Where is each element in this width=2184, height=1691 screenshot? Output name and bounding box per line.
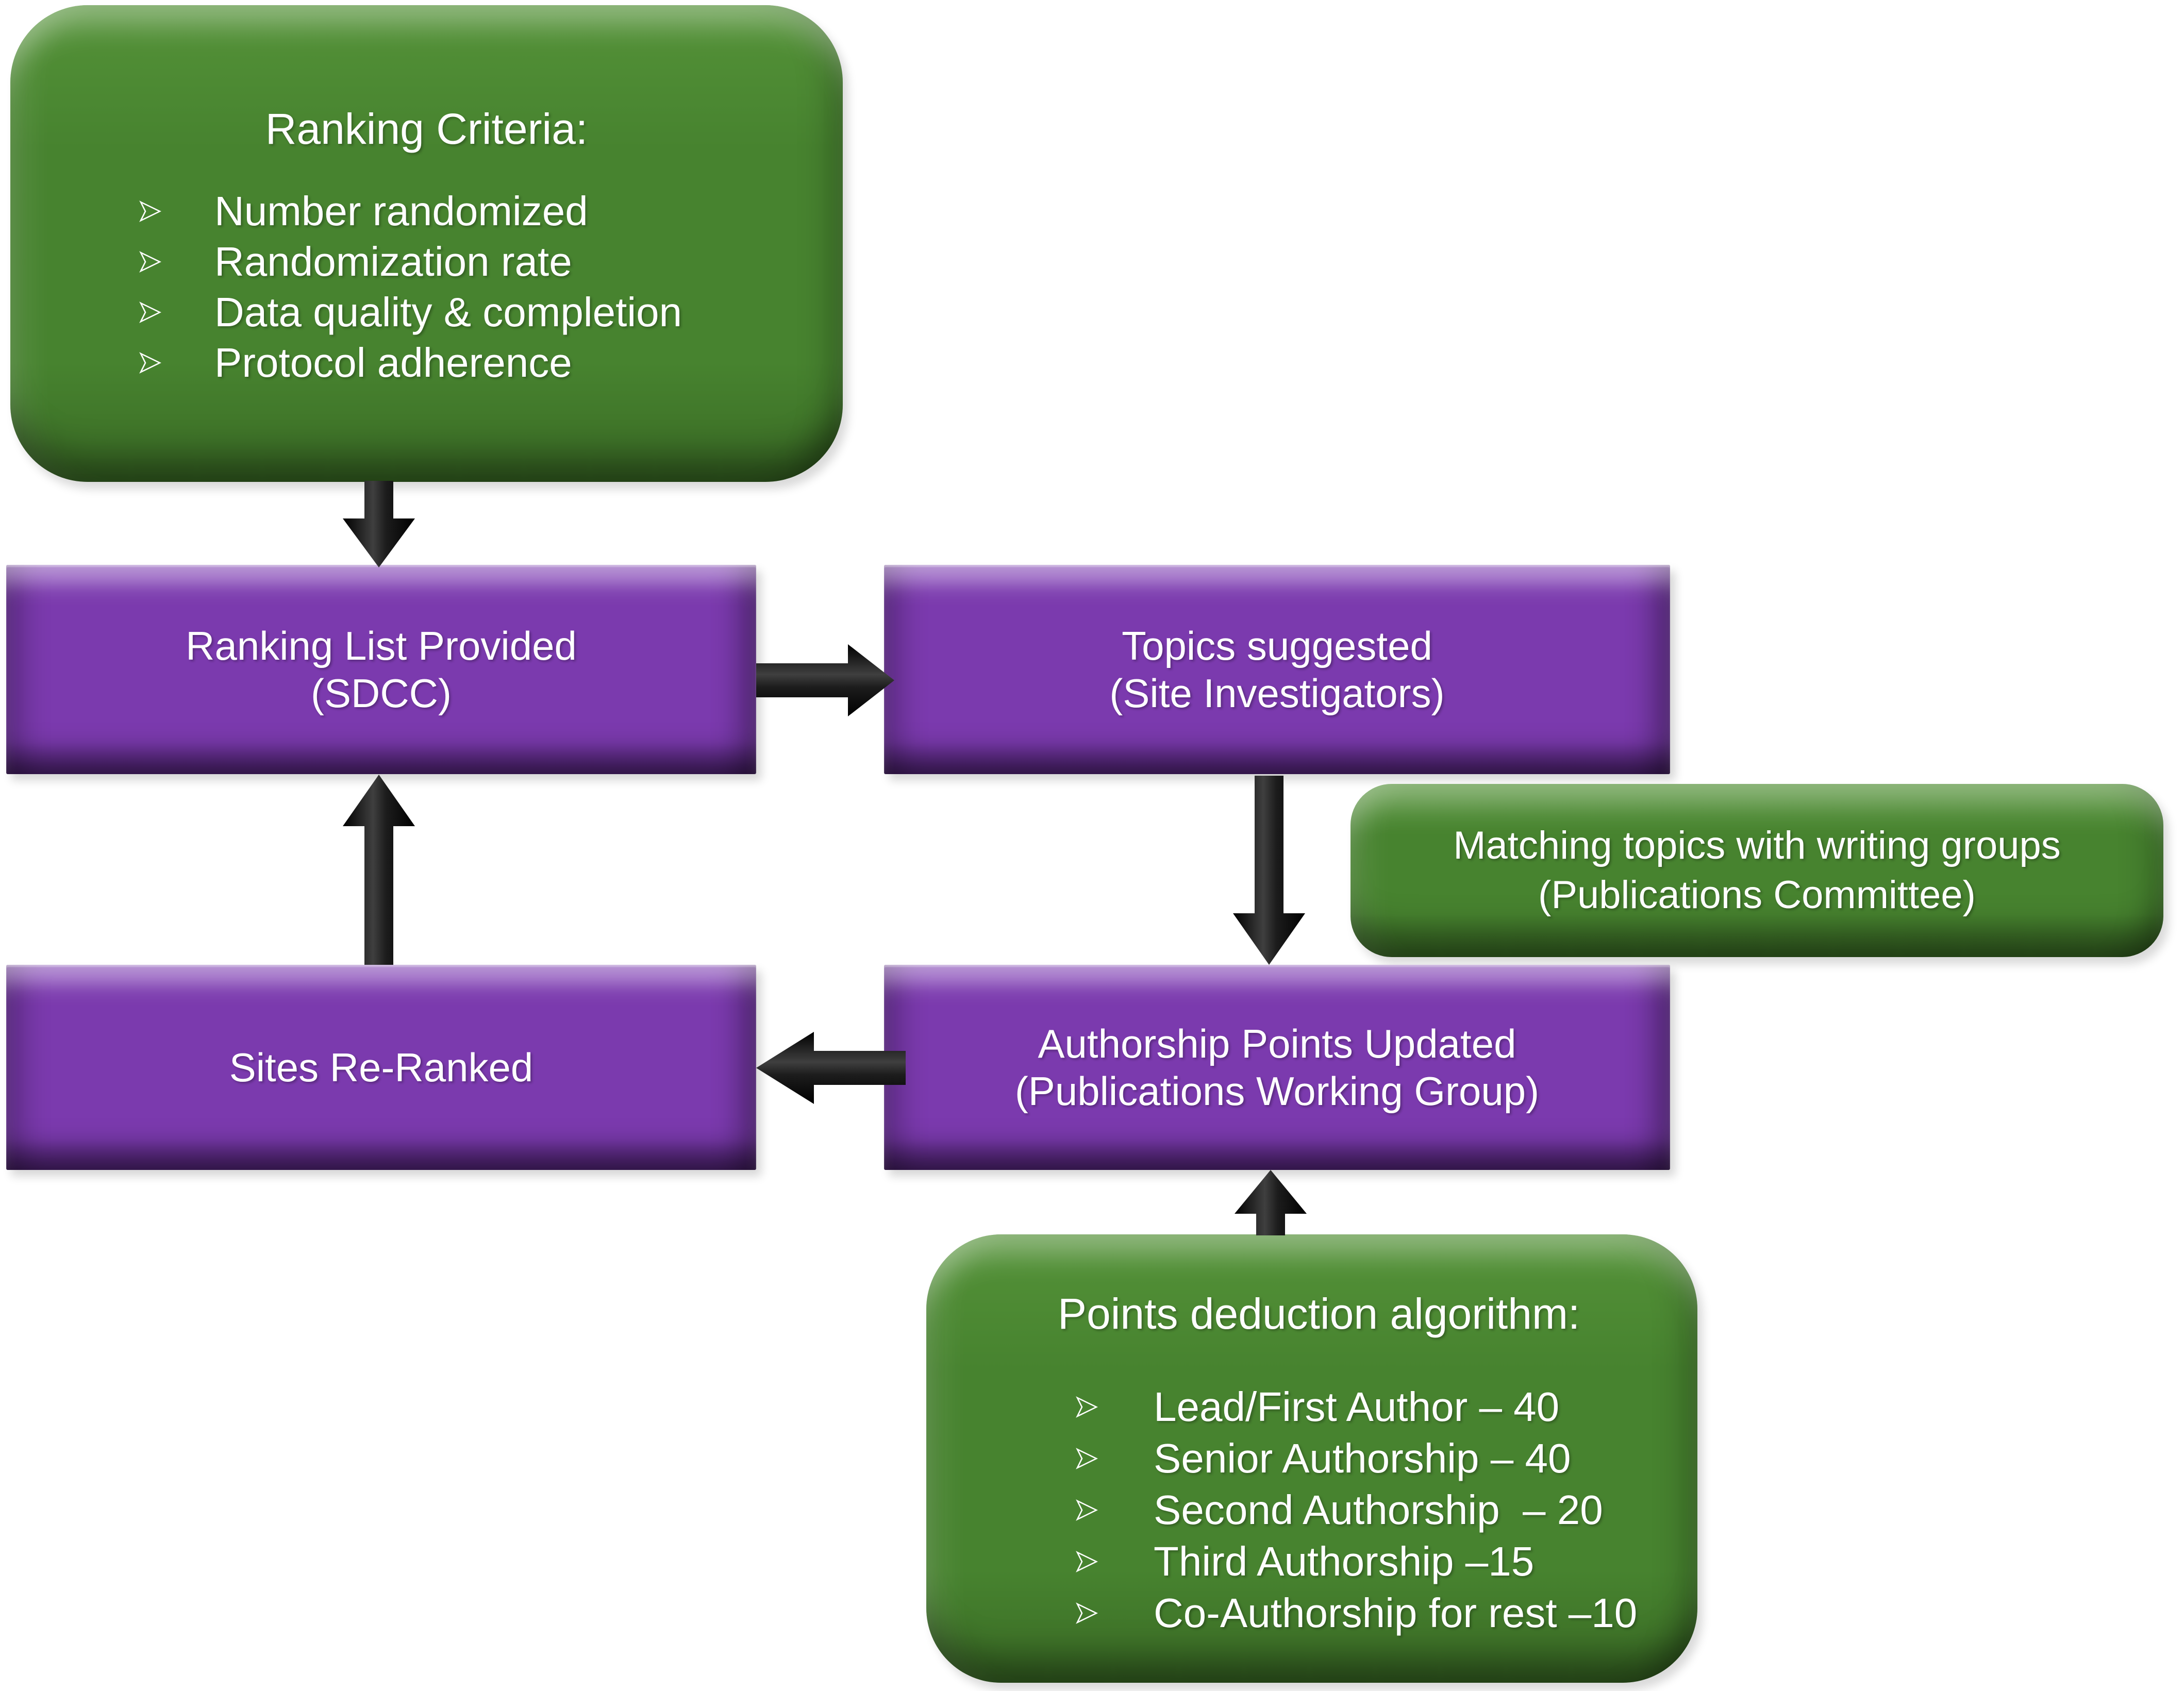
list-item: Co-Authorship for rest –10 <box>1076 1587 1682 1639</box>
list-item: Data quality & completion <box>139 287 817 338</box>
points-deduction-box: Points deduction algorithm: Lead/First A… <box>926 1234 1697 1683</box>
points-deduction-title: Points deduction algorithm: <box>1058 1290 1580 1338</box>
list-item: Second Authorship – 20 <box>1076 1484 1682 1536</box>
arrow-down-topics-to-authorship-icon <box>1233 776 1305 965</box>
arrowhead-bullet-icon <box>1076 1395 1099 1419</box>
arrow-right-ranking-to-topics-icon <box>756 644 894 716</box>
ranking-criteria-title: Ranking Criteria: <box>265 105 588 153</box>
ranking-list-box: Ranking List Provided (SDCC) <box>6 565 756 774</box>
list-item-label: Third Authorship –15 <box>1154 1538 1535 1584</box>
list-item: Protocol adherence <box>139 338 817 388</box>
arrowhead-bullet-icon <box>139 199 163 223</box>
ranking-list-line2: (SDCC) <box>311 671 452 716</box>
list-item-label: Co-Authorship for rest –10 <box>1154 1590 1638 1636</box>
list-item-label: Lead/First Author – 40 <box>1154 1384 1560 1430</box>
list-item: Third Authorship –15 <box>1076 1536 1682 1587</box>
topics-suggested-line1: Topics suggested <box>1122 623 1432 668</box>
list-item-label: Protocol adherence <box>214 340 572 386</box>
authorship-points-box: Authorship Points Updated (Publications … <box>884 965 1670 1170</box>
list-item: Lead/First Author – 40 <box>1076 1381 1682 1433</box>
arrow-left-authorship-to-sites-icon <box>756 1032 906 1104</box>
list-item-label: Randomization rate <box>214 239 572 284</box>
list-item: Senior Authorship – 40 <box>1076 1433 1682 1484</box>
arrowhead-bullet-icon <box>139 300 163 324</box>
list-item-label: Data quality & completion <box>214 289 682 335</box>
authorship-points-line2: (Publications Working Group) <box>1014 1068 1540 1114</box>
matching-topics-box: Matching topics with writing groups (Pub… <box>1351 784 2163 957</box>
arrowhead-bullet-icon <box>139 351 163 375</box>
arrowhead-bullet-icon <box>1076 1498 1099 1522</box>
list-item-label: Senior Authorship – 40 <box>1154 1435 1571 1481</box>
sites-reranked-box: Sites Re-Ranked <box>6 965 756 1170</box>
list-item: Number randomized <box>139 186 817 237</box>
topics-suggested-line2: (Site Investigators) <box>1109 671 1445 716</box>
arrow-up-points-to-authorship-icon <box>1235 1170 1307 1235</box>
arrow-up-sites-to-ranking-icon <box>343 775 415 965</box>
list-item-label: Second Authorship – 20 <box>1154 1487 1603 1533</box>
sites-reranked-line1: Sites Re-Ranked <box>229 1045 534 1090</box>
topics-suggested-box: Topics suggested (Site Investigators) <box>884 565 1670 774</box>
matching-topics-line1: Matching topics with writing groups <box>1453 824 2061 867</box>
arrowhead-bullet-icon <box>1076 1601 1099 1625</box>
arrowhead-bullet-icon <box>139 250 163 274</box>
authorship-points-line1: Authorship Points Updated <box>1038 1021 1516 1066</box>
arrow-down-criteria-to-ranking-icon <box>343 481 415 567</box>
ranking-list-line1: Ranking List Provided <box>186 623 577 668</box>
ranking-criteria-box: Ranking Criteria: Number randomized Rand… <box>10 5 843 482</box>
list-item: Randomization rate <box>139 237 817 287</box>
matching-topics-line2: (Publications Committee) <box>1538 873 1976 917</box>
arrowhead-bullet-icon <box>1076 1550 1099 1573</box>
points-deduction-list: Lead/First Author – 40 Senior Authorship… <box>1076 1381 1682 1639</box>
ranking-criteria-list: Number randomized Randomization rate Dat… <box>139 186 817 388</box>
list-item-label: Number randomized <box>214 188 588 234</box>
arrowhead-bullet-icon <box>1076 1447 1099 1470</box>
